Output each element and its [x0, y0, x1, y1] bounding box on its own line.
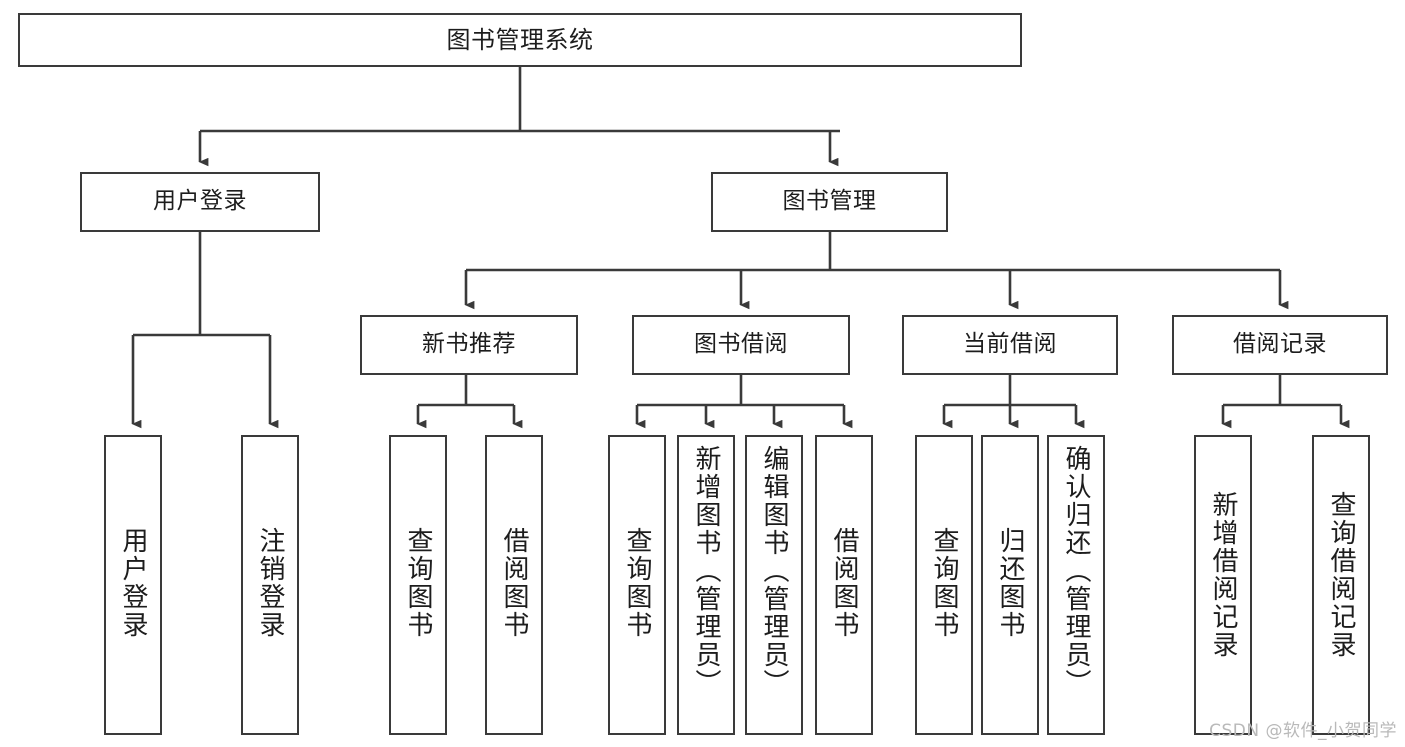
leaf-add-borrow-record[interactable]: 新增借阅记录	[1194, 435, 1252, 735]
leaf-edit-book-admin[interactable]: 编辑图书（管理员）	[745, 435, 803, 735]
node-current-borrow[interactable]: 当前借阅	[902, 315, 1118, 375]
node-label: 新书推荐	[422, 331, 516, 358]
leaf-query-borrow-record[interactable]: 查询借阅记录	[1312, 435, 1370, 735]
node-label: 编辑图书（管理员）	[759, 445, 789, 697]
node-label: 当前借阅	[963, 331, 1057, 358]
node-book-management[interactable]: 图书管理	[711, 172, 948, 232]
watermark-text: CSDN @软件_小贺同学	[1209, 721, 1397, 741]
node-label: 图书借阅	[694, 331, 788, 358]
leaf-user-login[interactable]: 用户登录	[104, 435, 162, 735]
node-label: 用户登录	[153, 188, 247, 215]
node-label: 查询图书	[622, 527, 652, 639]
leaf-return-book[interactable]: 归还图书	[981, 435, 1039, 735]
leaf-add-book-admin[interactable]: 新增图书（管理员）	[677, 435, 735, 735]
node-label: 借阅图书	[499, 527, 529, 639]
leaf-borrow-book[interactable]: 借阅图书	[815, 435, 873, 735]
node-label: 确认归还（管理员）	[1061, 445, 1091, 697]
node-label: 查询图书	[403, 527, 433, 639]
node-label: 注销登录	[255, 527, 285, 639]
leaf-borrow-book-newbook[interactable]: 借阅图书	[485, 435, 543, 735]
leaf-query-book-current[interactable]: 查询图书	[915, 435, 973, 735]
node-borrow-record[interactable]: 借阅记录	[1172, 315, 1388, 375]
node-label: 借阅记录	[1233, 331, 1327, 358]
leaf-query-book-borrow[interactable]: 查询图书	[608, 435, 666, 735]
node-label: 查询借阅记录	[1326, 491, 1356, 659]
node-label: 新增借阅记录	[1208, 491, 1238, 659]
node-label: 归还图书	[995, 527, 1025, 639]
node-label: 新增图书（管理员）	[691, 445, 721, 697]
leaf-confirm-return-admin[interactable]: 确认归还（管理员）	[1047, 435, 1105, 735]
node-root-library-system[interactable]: 图书管理系统	[18, 13, 1022, 67]
node-new-book-recommend[interactable]: 新书推荐	[360, 315, 578, 375]
node-user-login[interactable]: 用户登录	[80, 172, 320, 232]
node-label: 查询图书	[929, 527, 959, 639]
leaf-query-book-newbook[interactable]: 查询图书	[389, 435, 447, 735]
leaf-logout[interactable]: 注销登录	[241, 435, 299, 735]
node-label: 用户登录	[118, 527, 148, 639]
node-label: 图书管理	[782, 188, 877, 215]
node-book-borrow[interactable]: 图书借阅	[632, 315, 850, 375]
node-label: 图书管理系统	[446, 25, 594, 54]
node-label: 借阅图书	[829, 527, 859, 639]
